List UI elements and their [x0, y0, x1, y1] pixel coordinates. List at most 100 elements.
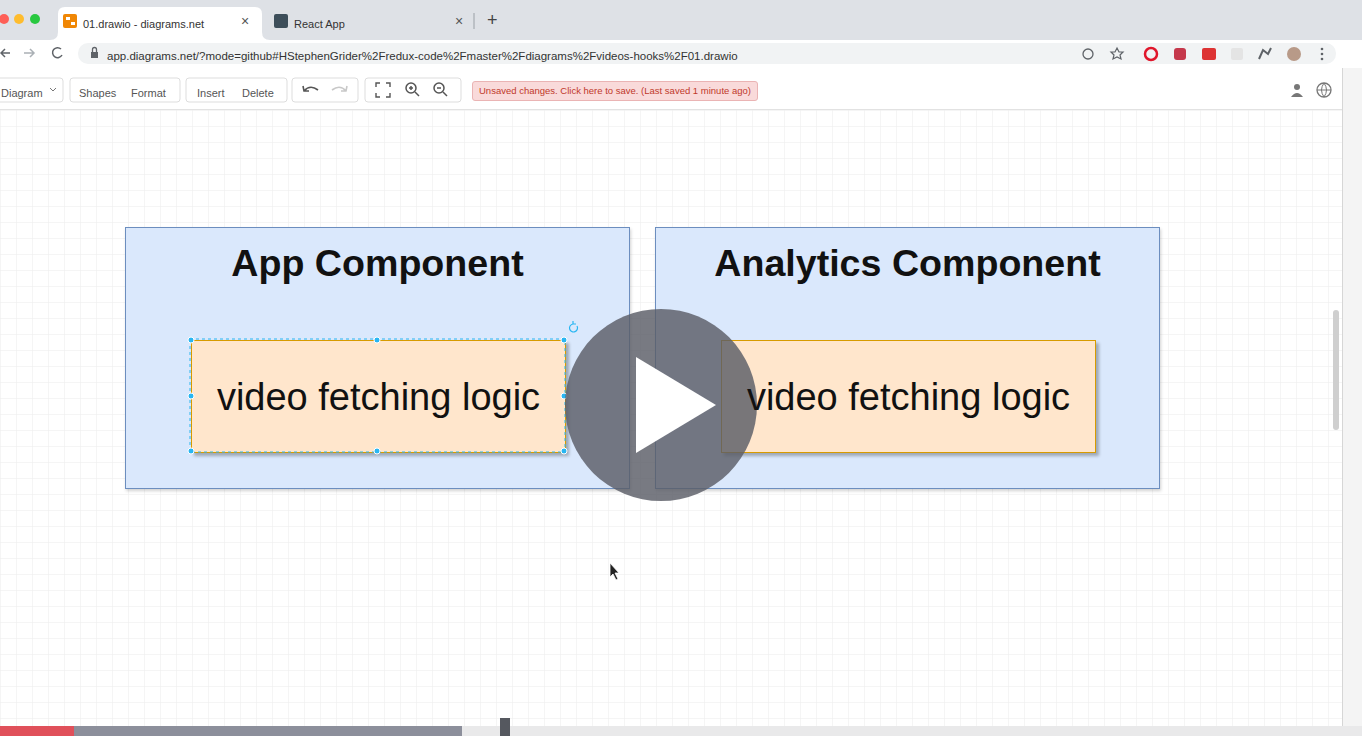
menu-button: Delete	[242, 83, 274, 101]
menu-button-text: Format	[131, 87, 166, 101]
menu-button: Format	[131, 83, 166, 101]
active-tab	[50, 7, 270, 40]
tab-favicon	[274, 14, 288, 28]
menu-button: Insert	[197, 83, 225, 101]
tab-favicon	[66, 17, 70, 20]
extension-icon	[1174, 48, 1186, 60]
component-box: App Component video fetching logic	[125, 227, 630, 489]
back-icon	[1, 49, 10, 57]
toolbar-button	[365, 78, 461, 102]
logic-box: video fetching logic	[191, 340, 566, 453]
address-row	[0, 40, 1362, 68]
window-button	[0, 14, 9, 24]
component-title: App Component	[126, 228, 629, 286]
toolbar	[0, 68, 1342, 110]
window-button	[14, 14, 24, 24]
page-edge	[1342, 68, 1343, 736]
tab-close: ×	[455, 12, 463, 31]
extension-icon	[1083, 49, 1093, 59]
menu-button: Diagram	[1, 83, 43, 101]
menu-icon	[1321, 58, 1324, 61]
selection-handle	[188, 393, 194, 399]
address-url: app.diagrams.net/?mode=github#HStephenGr…	[107, 46, 738, 64]
logic-box: video fetching logic	[721, 340, 1096, 453]
profile-icon	[1287, 47, 1301, 61]
component-box: Analytics Componentvideo fetching logic	[655, 227, 1160, 489]
tab-favicon	[63, 14, 77, 28]
scrollbar-thumb	[1333, 310, 1339, 430]
menu-button-text: Insert	[197, 87, 225, 101]
tab-title: 01.drawio - diagrams.net	[83, 14, 204, 32]
toolbar-border	[0, 109, 1342, 110]
selection-outline	[190, 339, 565, 452]
save-notice: Unsaved changes. Click here to save. (La…	[472, 80, 758, 101]
zoom-in-icon	[409, 86, 419, 96]
selection-handle	[188, 448, 194, 454]
menu-icon	[1321, 53, 1324, 56]
window-button	[30, 14, 40, 24]
box-label: video fetching logic	[747, 375, 1070, 419]
rotate-handle	[570, 321, 578, 332]
page-edge	[1342, 68, 1362, 736]
fit-icon	[376, 83, 390, 97]
tab-bar	[0, 0, 1362, 40]
selection-handle	[374, 337, 380, 343]
user-icon	[1294, 84, 1300, 90]
save-notice-text: Unsaved changes. Click here to save. (La…	[472, 81, 758, 101]
tab-favicon	[71, 22, 75, 25]
zoom-out-icon	[437, 88, 447, 96]
address-field	[78, 43, 1336, 64]
undo-icon	[303, 86, 318, 91]
selection-handles	[188, 321, 578, 454]
toolbar-button	[0, 78, 63, 102]
menu-button: Shapes	[79, 83, 116, 101]
tab-title-text: React App	[294, 18, 345, 32]
extension-icon	[1259, 48, 1271, 59]
new-tab: +	[487, 9, 498, 32]
tab-close-text: ×	[455, 13, 463, 31]
toolbar-button	[292, 78, 358, 102]
menu-button-text: Shapes	[79, 87, 116, 101]
selection-handle	[188, 337, 194, 343]
lock-icon	[93, 48, 97, 53]
box-label: video fetching logic	[217, 375, 540, 419]
tab-title: React App	[294, 14, 345, 32]
progress-marker	[500, 718, 510, 736]
canvas-grid	[0, 110, 1342, 726]
progress-track	[0, 726, 1362, 736]
redo-icon	[332, 86, 347, 91]
toolbar-button	[70, 78, 180, 102]
forward-icon	[24, 49, 34, 57]
selection-handle	[561, 337, 567, 343]
mouse-cursor	[610, 563, 619, 580]
extension-icon	[1145, 48, 1157, 60]
play-icon	[636, 357, 716, 453]
selection-handle	[374, 448, 380, 454]
lock-icon	[91, 52, 98, 58]
language-icon	[1317, 83, 1331, 97]
tab-close: ×	[241, 12, 249, 31]
reload-icon	[53, 48, 62, 58]
address-url-text: app.diagrams.net/?mode=github#HStephenGr…	[107, 49, 738, 63]
menu-button-text: Delete	[242, 87, 274, 101]
menu-button-text: Diagram	[1, 87, 43, 101]
new-tab-text: +	[487, 9, 498, 32]
progress-played	[0, 726, 74, 736]
tab-close-text: ×	[241, 13, 249, 31]
star-icon	[1111, 48, 1123, 59]
menu-icon	[1321, 48, 1324, 51]
tab-title-text: 01.drawio - diagrams.net	[83, 18, 204, 32]
progress-buffered	[74, 726, 462, 736]
extension-icon	[1231, 48, 1243, 60]
selection-handle	[561, 448, 567, 454]
selection-handle	[561, 393, 567, 399]
play-button	[565, 309, 757, 501]
tab-separator	[474, 13, 475, 29]
language-icon	[1317, 83, 1331, 97]
user-icon	[1291, 93, 1303, 97]
toolbar-button	[186, 78, 287, 102]
extension-icon	[1202, 48, 1216, 60]
